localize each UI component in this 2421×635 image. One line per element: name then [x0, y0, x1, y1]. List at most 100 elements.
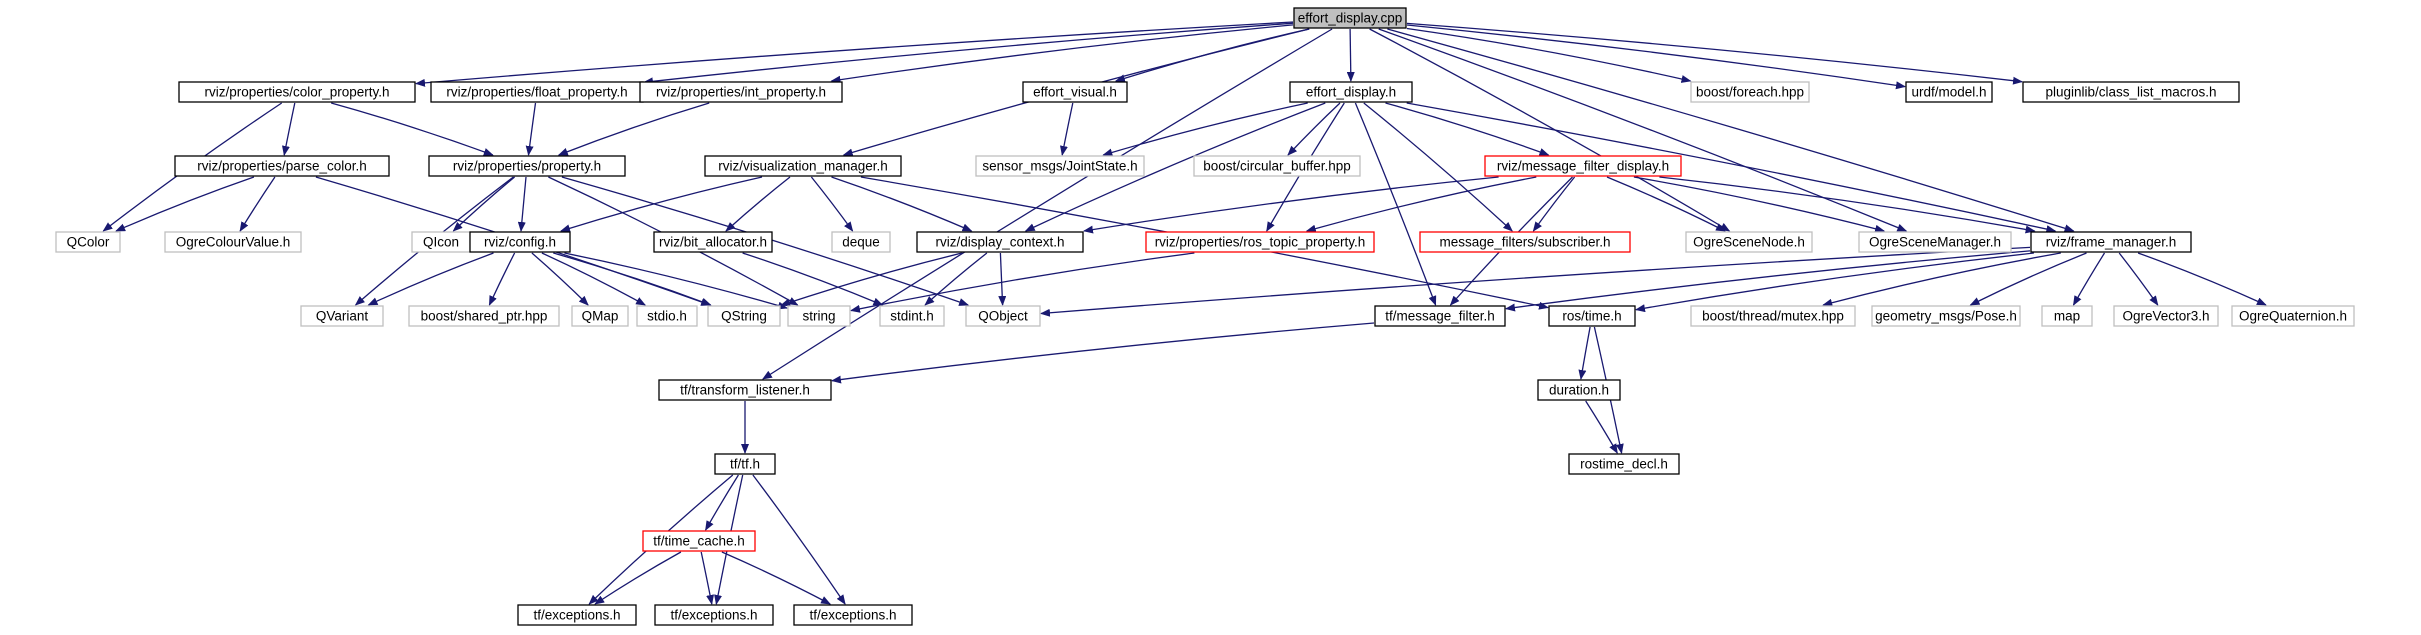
node-property[interactable]: rviz/properties/property.h: [428, 155, 626, 177]
node-box: [178, 81, 416, 103]
node-mutex[interactable]: boost/thread/mutex.hpp: [1690, 305, 1856, 327]
node-deque[interactable]: deque: [831, 231, 891, 253]
edge-frame_manager-to-tf_message_filter: [1505, 250, 2031, 312]
edge-property-to-config: [517, 176, 527, 232]
node-exceptions-2[interactable]: tf/exceptions.h: [654, 604, 774, 626]
node-circular-buffer[interactable]: boost/circular_buffer.hpp: [1193, 155, 1361, 177]
node-box: [469, 231, 571, 253]
node-qobject[interactable]: QObject: [965, 305, 1041, 327]
node-int-property[interactable]: rviz/properties/int_property.h: [639, 81, 843, 103]
node-tf-tf[interactable]: tf/tf.h: [714, 453, 776, 475]
edge-frame_manager-to-ogre_quaternion: [2137, 252, 2267, 306]
edge-message_filter_display-to-subscriber: [1532, 176, 1576, 232]
node-qvariant[interactable]: QVariant: [300, 305, 384, 327]
node-pose[interactable]: geometry_msgs/Pose.h: [1871, 305, 2021, 327]
edge-frame_manager-to-qobject: [1040, 246, 2031, 317]
node-ogre-colour-value[interactable]: OgreColourValue.h: [164, 231, 302, 253]
node-label: tf/exceptions.h: [809, 608, 896, 623]
node-label: urdf/model.h: [1911, 85, 1986, 100]
node-box: [879, 305, 945, 327]
node-box: [1022, 81, 1128, 103]
edge-config-to-qvariant: [367, 252, 494, 306]
edge-int_property-to-property: [557, 102, 710, 156]
node-ogre-scene-manager[interactable]: OgreSceneManager.h: [1858, 231, 2012, 253]
node-ogre-vector3[interactable]: OgreVector3.h: [2113, 305, 2219, 327]
node-box: [975, 155, 1145, 177]
edge-parse_color-to-ogre_colour_value: [239, 176, 276, 232]
node-bit-allocator[interactable]: rviz/bit_allocator.h: [653, 231, 773, 253]
edge-config-to-stdio: [541, 252, 646, 306]
node-label: tf/message_filter.h: [1385, 309, 1495, 324]
node-transform-listener[interactable]: tf/transform_listener.h: [658, 379, 832, 401]
node-joint-state[interactable]: sensor_msgs/JointState.h: [975, 155, 1145, 177]
node-qcolor[interactable]: QColor: [55, 231, 121, 253]
node-string[interactable]: string: [787, 305, 851, 327]
node-label: pluginlib/class_list_macros.h: [2045, 85, 2216, 100]
node-boost-foreach[interactable]: boost/foreach.hpp: [1690, 81, 1810, 103]
edge-visualization_manager-to-display_context: [831, 176, 973, 232]
node-box: [707, 305, 781, 327]
node-urdf-model[interactable]: urdf/model.h: [1905, 81, 1993, 103]
node-label: rviz/config.h: [484, 235, 556, 250]
edge-color_property-to-property: [331, 102, 494, 156]
edge-effort_display_cpp-to-ogre_scene_manager: [1378, 28, 1908, 232]
node-qicon[interactable]: QIcon: [411, 231, 471, 253]
edge-effort_display_cpp-to-color_property: [415, 21, 1294, 87]
node-ros-time[interactable]: ros/time.h: [1548, 305, 1636, 327]
edge-effort_display_cpp-to-frame_manager: [1387, 28, 2075, 233]
node-label: effort_display.h: [1306, 85, 1396, 100]
node-label: geometry_msgs/Pose.h: [1875, 309, 2017, 324]
edge-effort_display_h-to-message_filter_display: [1385, 102, 1550, 156]
node-label: boost/foreach.hpp: [1696, 85, 1804, 100]
node-label: rviz/properties/float_property.h: [446, 85, 627, 100]
node-config[interactable]: rviz/config.h: [469, 231, 571, 253]
node-label: rviz/properties/int_property.h: [656, 85, 826, 100]
node-box: [636, 305, 698, 327]
node-message-filter-display[interactable]: rviz/message_filter_display.h: [1484, 155, 1682, 177]
node-ogre-scene-node[interactable]: OgreSceneNode.h: [1685, 231, 1813, 253]
node-float-property[interactable]: rviz/properties/float_property.h: [430, 81, 644, 103]
node-label: rviz/display_context.h: [935, 235, 1064, 250]
node-stdint[interactable]: stdint.h: [879, 305, 945, 327]
node-color-property[interactable]: rviz/properties/color_property.h: [178, 81, 416, 103]
node-map[interactable]: map: [2041, 305, 2093, 327]
node-effort-display-h[interactable]: effort_display.h: [1289, 81, 1413, 103]
edge-effort_display_h-to-joint_state: [1102, 102, 1308, 157]
node-display-context[interactable]: rviz/display_context.h: [916, 231, 1084, 253]
node-subscriber[interactable]: message_filters/subscriber.h: [1419, 231, 1631, 253]
node-frame-manager[interactable]: rviz/frame_manager.h: [2030, 231, 2192, 253]
node-box: [164, 231, 302, 253]
node-label: rviz/properties/parse_color.h: [197, 159, 367, 174]
edge-config-to-qstring: [553, 252, 712, 306]
node-label: tf/time_cache.h: [653, 534, 745, 549]
node-exceptions-3[interactable]: tf/exceptions.h: [793, 604, 913, 626]
node-exceptions-1[interactable]: tf/exceptions.h: [517, 604, 637, 626]
node-qstring[interactable]: QString: [707, 305, 781, 327]
edge-effort_display_h-to-circular_buffer: [1287, 102, 1341, 156]
edge-message_filter_display-to-ogre_scene_manager: [1633, 176, 1886, 233]
node-rostime-decl[interactable]: rostime_decl.h: [1568, 453, 1680, 475]
node-label: OgreSceneManager.h: [1869, 235, 2001, 250]
node-qmap[interactable]: QMap: [571, 305, 629, 327]
node-parse-color[interactable]: rviz/properties/parse_color.h: [174, 155, 390, 177]
edge-float_property-to-property: [525, 102, 537, 156]
node-visualization-manager[interactable]: rviz/visualization_manager.h: [704, 155, 902, 177]
node-stdio[interactable]: stdio.h: [636, 305, 698, 327]
node-label: boost/circular_buffer.hpp: [1203, 159, 1351, 174]
node-shared-ptr[interactable]: boost/shared_ptr.hpp: [408, 305, 560, 327]
edge-display_context-to-stdint: [924, 252, 988, 306]
node-ogre-quaternion[interactable]: OgreQuaternion.h: [2231, 305, 2355, 327]
node-label: tf/exceptions.h: [670, 608, 757, 623]
node-ros-topic-property[interactable]: rviz/properties/ros_topic_property.h: [1145, 231, 1375, 253]
node-time-cache[interactable]: tf/time_cache.h: [642, 530, 756, 552]
edge-time_cache-to-exceptions_1: [594, 551, 682, 605]
node-tf-message-filter[interactable]: tf/message_filter.h: [1374, 305, 1506, 327]
edge-effort_display_h-to-subscriber: [1363, 102, 1513, 232]
node-effort-display-cpp[interactable]: effort_display.cpp: [1293, 7, 1407, 29]
edge-frame_manager-to-mutex: [1822, 252, 2061, 307]
node-label: OgreVector3.h: [2122, 309, 2209, 324]
node-effort-visual[interactable]: effort_visual.h: [1022, 81, 1128, 103]
node-duration[interactable]: duration.h: [1537, 379, 1621, 401]
node-class-list-macros[interactable]: pluginlib/class_list_macros.h: [2022, 81, 2240, 103]
